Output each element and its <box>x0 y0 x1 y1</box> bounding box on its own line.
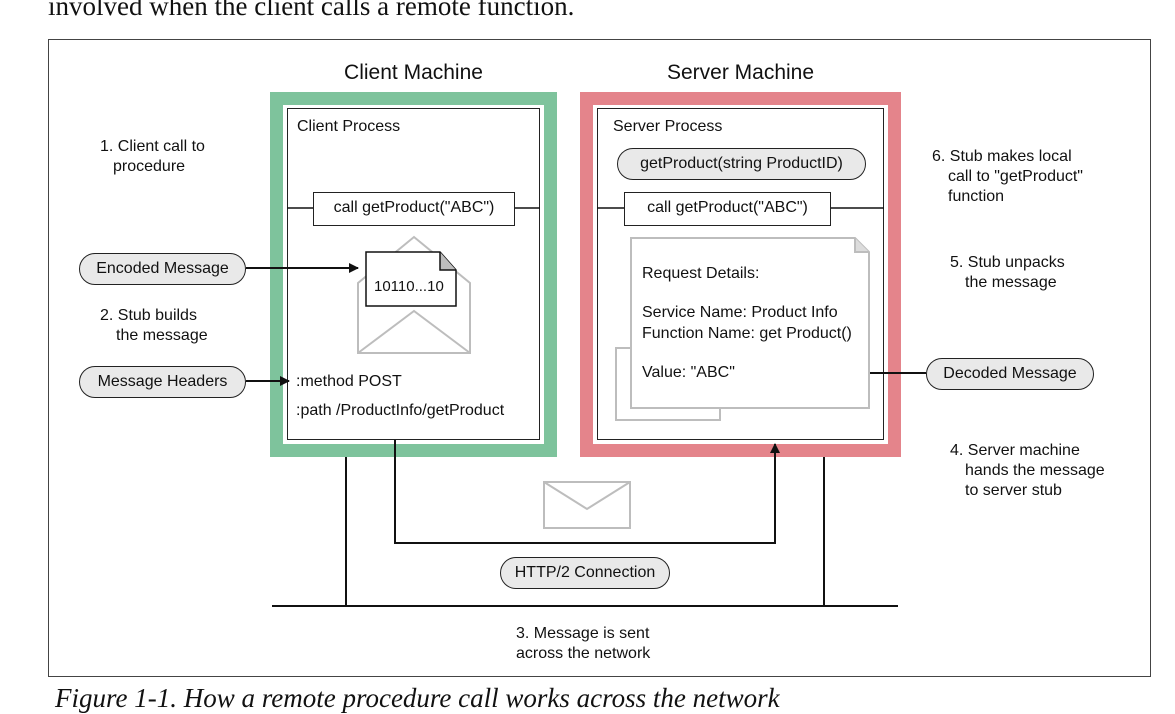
document-icon <box>365 251 457 307</box>
function-name: Function Name: get Product() <box>642 325 852 342</box>
step6-line2: call to "getProduct" <box>948 168 1083 185</box>
step6-line3: function <box>948 188 1005 205</box>
service-name: Service Name: Product Info <box>642 304 838 321</box>
figure-caption: Figure 1-1. How a remote procedure call … <box>55 683 780 713</box>
client-process-label: Client Process <box>297 118 401 135</box>
client-machine-title: Client Machine <box>344 61 483 84</box>
page: involved when the client calls a remote … <box>48 0 1151 713</box>
client-call-box: call getProduct("ABC") <box>313 192 515 226</box>
step1-line2: procedure <box>113 158 186 175</box>
step4-line3: to server stub <box>965 482 1062 499</box>
network-envelope-icon <box>543 481 631 529</box>
diagram-connectors <box>246 207 926 607</box>
request-details-title: Request Details: <box>642 265 760 282</box>
diagram-frame <box>48 39 1151 677</box>
server-call-box: call getProduct("ABC") <box>624 192 831 226</box>
step5-line1: 5. Stub unpacks <box>950 254 1065 271</box>
server-machine <box>580 92 901 457</box>
connection-pill: HTTP/2 Connection <box>500 557 670 589</box>
step5-line2: the message <box>965 274 1057 291</box>
header-path: :path /ProductInfo/getProduct <box>296 402 505 419</box>
step1-line1: 1. Client call to <box>100 138 205 155</box>
step2-line2: the message <box>116 327 208 344</box>
intro-text: involved when the client calls a remote … <box>48 0 575 21</box>
step3-line1: 3. Message is sent <box>516 625 650 642</box>
server-process-label: Server Process <box>613 118 723 135</box>
step2-line1: 2. Stub builds <box>100 307 197 324</box>
message-headers-pill: Message Headers <box>79 366 246 398</box>
payload-label: 10110...10 <box>374 278 444 295</box>
message-path-arrow <box>394 440 780 544</box>
header-method: :method POST <box>296 373 402 390</box>
server-document-icon <box>630 237 870 409</box>
step4-line2: hands the message <box>965 462 1105 479</box>
request-value: Value: "ABC" <box>642 364 735 381</box>
server-machine-title: Server Machine <box>666 61 815 84</box>
encoded-message-pill: Encoded Message <box>79 253 246 285</box>
decoded-message-pill: Decoded Message <box>926 358 1094 390</box>
step4-line1: 4. Server machine <box>950 442 1080 459</box>
client-machine <box>270 92 557 457</box>
step6-line1: 6. Stub makes local <box>932 148 1072 165</box>
server-signature-pill: getProduct(string ProductID) <box>617 148 866 180</box>
step3-line2: across the network <box>516 645 651 662</box>
